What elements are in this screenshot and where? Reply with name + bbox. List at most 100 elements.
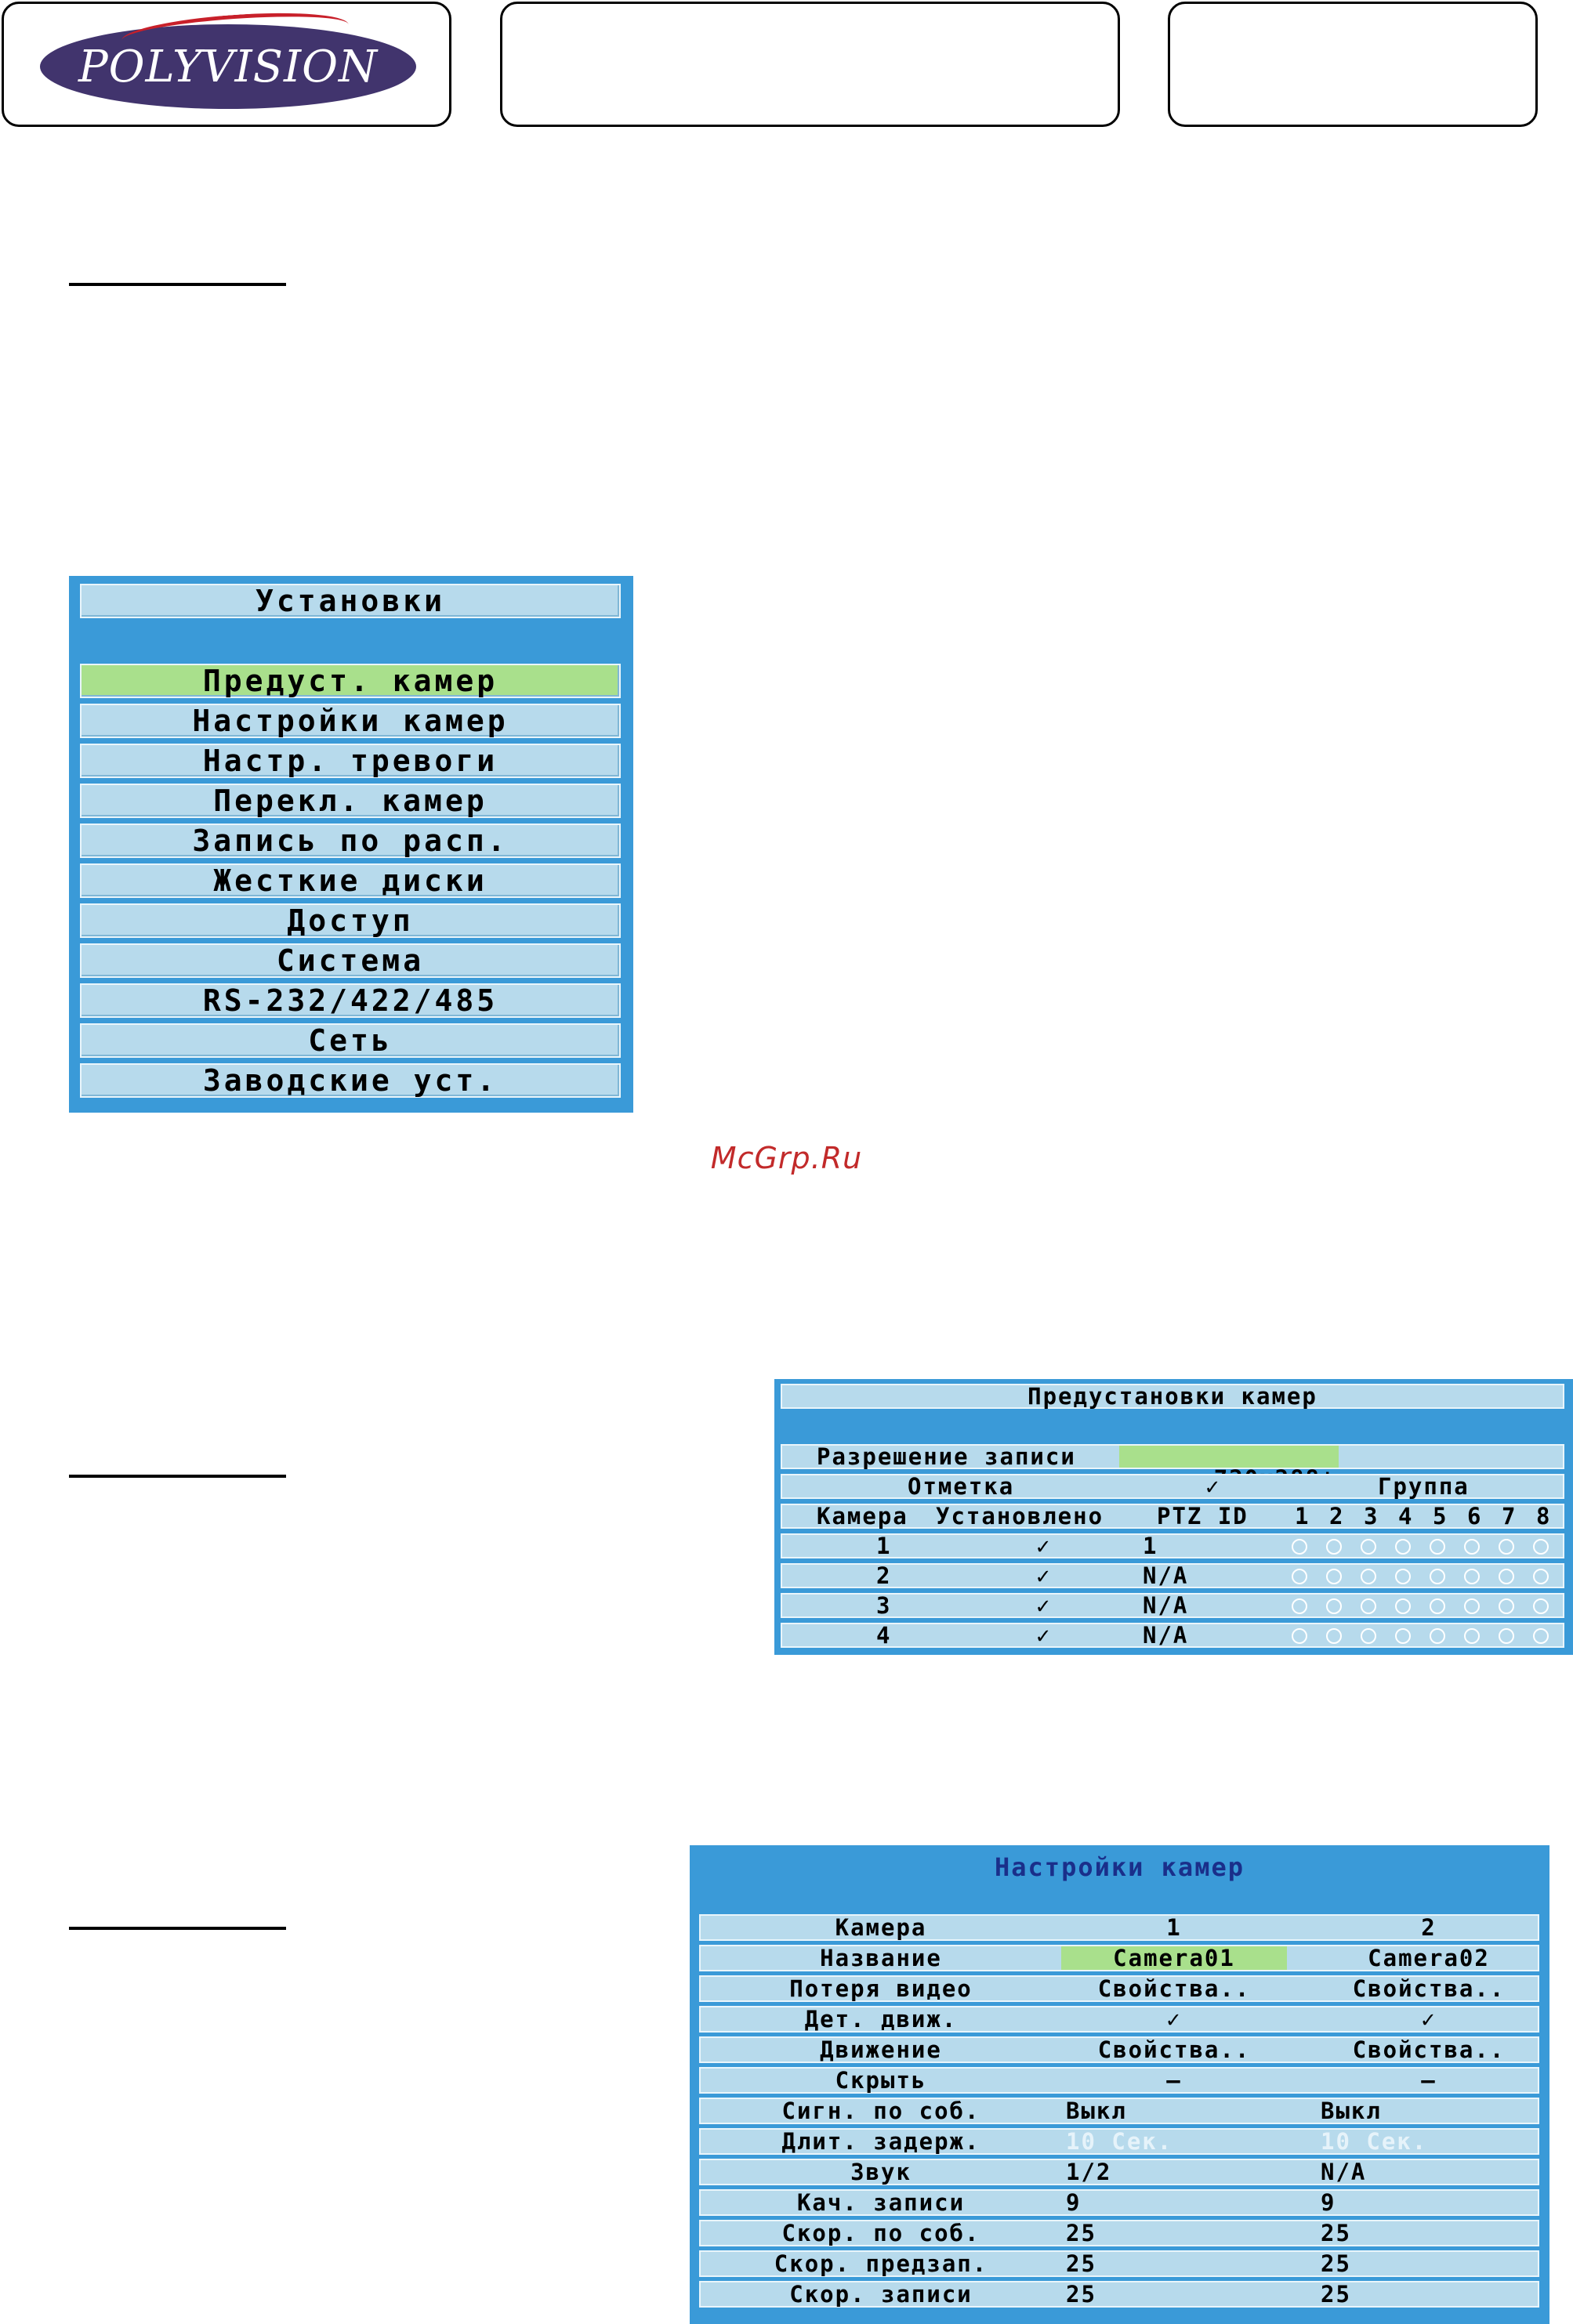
group-radio-icon[interactable]: [1499, 1539, 1514, 1555]
settings-label: Название: [820, 1945, 942, 1971]
settings-label: Движение: [820, 2036, 942, 2063]
menu-item-hard-disks[interactable]: Жесткие диски: [80, 863, 621, 898]
mark-checkbox[interactable]: ✓: [1205, 1473, 1221, 1500]
group-radio-icon[interactable]: [1395, 1598, 1411, 1614]
settings-value-c1[interactable]: 25: [1066, 2250, 1096, 2277]
settings-value-c2[interactable]: 25: [1321, 2220, 1351, 2246]
group-num-7: 7: [1502, 1503, 1517, 1529]
group-radio-icon[interactable]: [1430, 1628, 1445, 1644]
group-radio-icon[interactable]: [1292, 1539, 1307, 1555]
menu-item-camera-settings[interactable]: Настройки камер: [80, 704, 621, 738]
preset-camera: 2: [876, 1562, 892, 1589]
group-radio-icon[interactable]: [1361, 1628, 1376, 1644]
preset-camera: 1: [876, 1533, 892, 1559]
group-radio-icon[interactable]: [1292, 1628, 1307, 1644]
settings-value-c1[interactable]: 25: [1066, 2281, 1096, 2308]
group-radio-icon[interactable]: [1430, 1569, 1445, 1584]
preset-installed[interactable]: ✓: [1036, 1622, 1052, 1649]
presets-title-row: Предустановки камер: [781, 1384, 1564, 1409]
settings-value-c1[interactable]: –: [1166, 2067, 1182, 2094]
group-radio-icon[interactable]: [1430, 1598, 1445, 1614]
camera-settings-title: Настройки камер: [995, 1852, 1245, 1882]
menu-item-factory-defaults[interactable]: Заводские уст.: [80, 1063, 621, 1098]
preset-ptz[interactable]: N/A: [1143, 1622, 1189, 1649]
settings-value-c1[interactable]: Свойства..: [1097, 1975, 1251, 2002]
settings-value-c2[interactable]: Camera02: [1368, 1945, 1490, 1971]
group-radio-icon[interactable]: [1395, 1628, 1411, 1644]
group-radio-icon[interactable]: [1533, 1628, 1549, 1644]
group-radio-icon[interactable]: [1499, 1569, 1514, 1584]
menu-item-alarm-settings[interactable]: Настр. тревоги: [80, 744, 621, 778]
settings-row-motion: Движение Свойства.. Свойства..: [699, 2036, 1539, 2063]
preset-installed[interactable]: ✓: [1036, 1562, 1052, 1589]
table-row: 2 ✓ N/A: [781, 1563, 1564, 1588]
preset-ptz[interactable]: N/A: [1143, 1592, 1189, 1619]
group-radio-icon[interactable]: [1533, 1598, 1549, 1614]
preset-ptz[interactable]: 1: [1143, 1533, 1158, 1559]
menu-item-system[interactable]: Система: [80, 943, 621, 978]
resolution-select[interactable]: 720x288±: [1119, 1446, 1339, 1490]
group-radio-icon[interactable]: [1361, 1539, 1376, 1555]
preset-ptz[interactable]: N/A: [1143, 1562, 1189, 1589]
group-radio-icon[interactable]: [1499, 1598, 1514, 1614]
group-radio-icon[interactable]: [1326, 1569, 1342, 1584]
group-radio-icon[interactable]: [1326, 1598, 1342, 1614]
group-radio-icon[interactable]: [1395, 1539, 1411, 1555]
group-radio-icon[interactable]: [1292, 1598, 1307, 1614]
group-radio-icon[interactable]: [1464, 1598, 1480, 1614]
settings-value-c1[interactable]: 9: [1066, 2189, 1082, 2216]
settings-label: Кач. записи: [796, 2189, 966, 2216]
group-radio-icon[interactable]: [1499, 1628, 1514, 1644]
group-radio-icon[interactable]: [1361, 1569, 1376, 1584]
settings-value-c2[interactable]: 25: [1321, 2250, 1351, 2277]
logo-text: POLYVISION: [78, 41, 379, 92]
menu-item-network[interactable]: Сеть: [80, 1023, 621, 1058]
settings-value-c2[interactable]: 25: [1321, 2281, 1351, 2308]
settings-value-c2[interactable]: Выкл: [1321, 2098, 1382, 2124]
settings-row-record-rate: Скор. записи 25 25: [699, 2281, 1539, 2308]
group-radio-icon[interactable]: [1533, 1539, 1549, 1555]
settings-value-c2[interactable]: 9: [1321, 2189, 1336, 2216]
mark-label: Отметка: [908, 1473, 1015, 1500]
settings-value-c2[interactable]: ✓: [1421, 2006, 1437, 2033]
settings-value-c1[interactable]: Camera01: [1061, 1946, 1287, 1970]
preset-camera: 3: [876, 1592, 892, 1619]
presets-title: Предустановки камер: [1028, 1383, 1317, 1410]
group-radio-icon[interactable]: [1292, 1569, 1307, 1584]
settings-value-c2[interactable]: –: [1421, 2067, 1437, 2094]
group-radio-icon[interactable]: [1464, 1569, 1480, 1584]
table-row: 1 ✓ 1: [781, 1533, 1564, 1558]
resolution-row: Разрешение записи 720x288±: [781, 1444, 1564, 1490]
settings-value-c2[interactable]: Свойства..: [1352, 1975, 1506, 2002]
menu-item-serial-ports[interactable]: RS-232/422/485: [80, 983, 621, 1018]
menu-item-camera-switch[interactable]: Перекл. камер: [80, 784, 621, 818]
settings-value-c1[interactable]: ✓: [1166, 2006, 1182, 2033]
preset-installed[interactable]: ✓: [1036, 1592, 1052, 1619]
menu-item-access[interactable]: Доступ: [80, 903, 621, 938]
group-radio-icon[interactable]: [1326, 1539, 1342, 1555]
preset-installed[interactable]: ✓: [1036, 1533, 1052, 1559]
settings-value-c2[interactable]: N/A: [1321, 2159, 1367, 2185]
settings-value-c2[interactable]: 10 Сек.: [1321, 2128, 1428, 2155]
col-installed: Установлено: [936, 1503, 1104, 1529]
group-radio-icon[interactable]: [1395, 1569, 1411, 1584]
group-radio-icon[interactable]: [1464, 1539, 1480, 1555]
presets-header-row: Камера Установлено PTZ ID 1 2 3 4 5 6 7 …: [781, 1504, 1564, 1529]
settings-value-c1[interactable]: Свойства..: [1097, 2036, 1251, 2063]
group-num-3: 3: [1364, 1503, 1379, 1529]
settings-value-c1[interactable]: Выкл: [1066, 2098, 1127, 2124]
settings-value-c2[interactable]: Свойства..: [1352, 2036, 1506, 2063]
settings-value-c1[interactable]: 25: [1066, 2220, 1096, 2246]
settings-value-c1[interactable]: 10 Сек.: [1066, 2128, 1173, 2155]
group-radio-icon[interactable]: [1326, 1628, 1342, 1644]
settings-label: Скор. записи: [789, 2281, 973, 2308]
menu-item-scheduled-recording[interactable]: Запись по расп.: [80, 824, 621, 858]
settings-value-c1[interactable]: 1/2: [1066, 2159, 1112, 2185]
group-radio-icon[interactable]: [1533, 1569, 1549, 1584]
group-radio-icon[interactable]: [1464, 1628, 1480, 1644]
menu-item-camera-presets[interactable]: Предуст. камер: [80, 664, 621, 698]
group-radio-icon[interactable]: [1361, 1598, 1376, 1614]
group-radio-icon[interactable]: [1430, 1539, 1445, 1555]
